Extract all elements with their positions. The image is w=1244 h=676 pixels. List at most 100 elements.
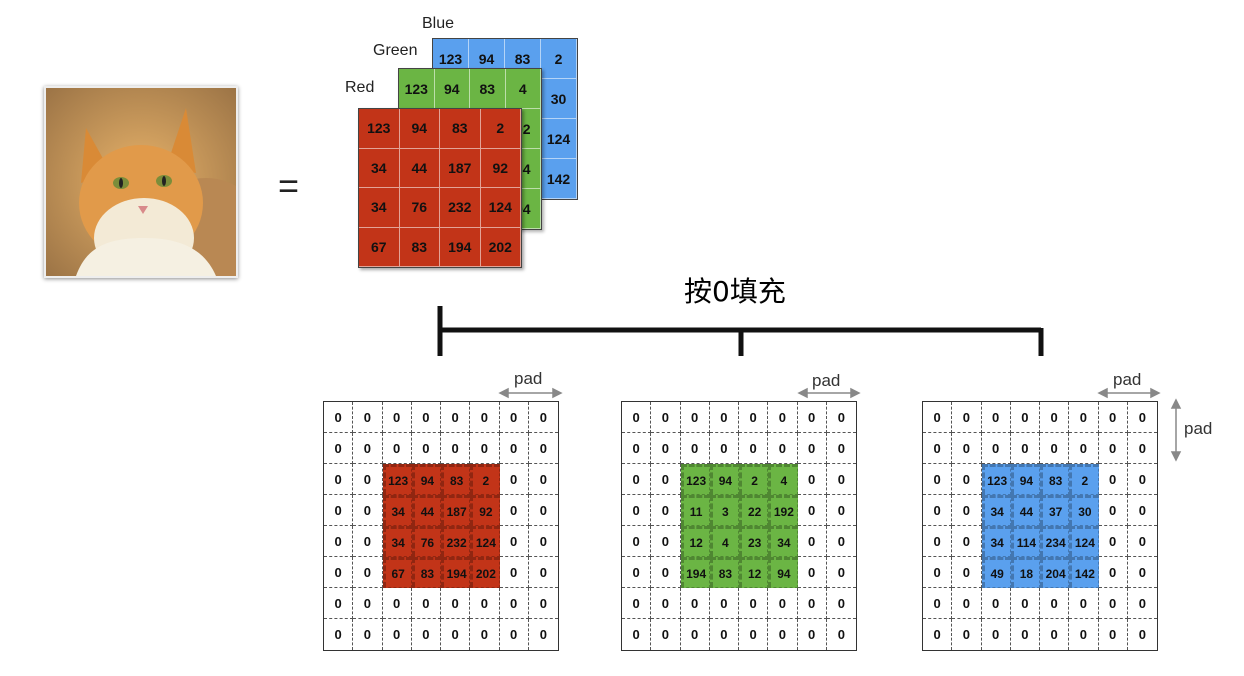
padded-red-value-cell: 34 bbox=[382, 526, 412, 557]
padding-zero-cell: 0 bbox=[952, 495, 982, 526]
padded-green-value-cell: 83 bbox=[709, 557, 739, 588]
padding-zero-cell: 0 bbox=[651, 464, 681, 495]
padded-green-value-cell: 4 bbox=[768, 464, 798, 495]
padded-blue-value-cell: 37 bbox=[1040, 495, 1070, 526]
padding-zero-cell: 0 bbox=[923, 619, 953, 650]
padding-zero-cell: 0 bbox=[441, 402, 471, 433]
padding-zero-cell: 0 bbox=[353, 433, 383, 464]
padding-zero-cell: 0 bbox=[411, 588, 441, 619]
padding-zero-cell: 0 bbox=[952, 464, 982, 495]
padding-zero-cell: 0 bbox=[412, 619, 441, 650]
padding-zero-cell: 0 bbox=[797, 588, 827, 619]
padding-zero-cell: 0 bbox=[528, 402, 558, 433]
padding-zero-cell: 0 bbox=[324, 557, 354, 588]
cat-photo bbox=[44, 86, 238, 278]
padding-zero-cell: 0 bbox=[539, 627, 547, 642]
padding-zero-cell: 0 bbox=[837, 627, 845, 642]
padded-blue-value-cell: 44 bbox=[1010, 495, 1040, 526]
green-channel-cell: 4 bbox=[505, 69, 541, 109]
padding-zero-cell: 0 bbox=[651, 526, 681, 557]
padding-zero-cell: 0 bbox=[739, 402, 769, 433]
padding-zero-cell: 0 bbox=[826, 495, 856, 526]
padding-zero-cell: 0 bbox=[1127, 526, 1157, 557]
padded-red-value-cell: 2 bbox=[470, 464, 500, 495]
padding-zero-cell: 0 bbox=[681, 619, 710, 650]
padding-zero-cell: 0 bbox=[324, 433, 354, 464]
padding-zero-cell: 0 bbox=[826, 557, 856, 588]
blue-channel-cell: 30 bbox=[541, 79, 577, 119]
padding-zero-cell: 0 bbox=[324, 464, 354, 495]
padding-zero-cell: 0 bbox=[528, 495, 558, 526]
padding-zero-cell: 0 bbox=[499, 588, 529, 619]
red-channel-cell: 2 bbox=[480, 109, 521, 149]
padding-zero-cell: 0 bbox=[441, 588, 471, 619]
padding-zero-cell: 0 bbox=[1010, 588, 1040, 619]
padding-zero-cell: 0 bbox=[826, 433, 856, 464]
red-channel-cell: 92 bbox=[480, 148, 521, 188]
padded-green-value-cell: 22 bbox=[739, 495, 769, 526]
padding-zero-cell: 0 bbox=[952, 619, 982, 650]
padding-zero-cell: 0 bbox=[382, 402, 412, 433]
padding-zero-cell: 0 bbox=[528, 464, 558, 495]
padding-zero-cell: 0 bbox=[923, 433, 953, 464]
padding-zero-cell: 0 bbox=[1127, 495, 1157, 526]
padding-zero-cell: 0 bbox=[1127, 557, 1157, 588]
padding-zero-cell: 0 bbox=[651, 588, 681, 619]
pad-label-blue: pad bbox=[1113, 370, 1142, 389]
padded-blue-value-cell: 114 bbox=[1010, 526, 1040, 557]
padding-zero-cell: 0 bbox=[923, 464, 953, 495]
padding-zero-cell: 0 bbox=[923, 402, 953, 433]
padded-green-value-cell: 23 bbox=[739, 526, 769, 557]
padding-zero-cell: 0 bbox=[353, 464, 383, 495]
padding-zero-cell: 0 bbox=[651, 495, 681, 526]
padding-zero-cell: 0 bbox=[324, 619, 354, 650]
padding-zero-cell: 0 bbox=[622, 588, 652, 619]
pad-label-green: pad bbox=[812, 371, 841, 390]
padding-zero-cell: 0 bbox=[1040, 619, 1070, 650]
red-channel-cell: 44 bbox=[399, 148, 440, 188]
padding-zero-cell: 0 bbox=[528, 433, 558, 464]
padding-zero-cell: 0 bbox=[1138, 627, 1146, 642]
padding-zero-cell: 0 bbox=[923, 557, 953, 588]
padding-zero-cell: 0 bbox=[1069, 433, 1099, 464]
green-channel-cell: 123 bbox=[399, 69, 435, 109]
red-channel-cell: 124 bbox=[480, 188, 521, 228]
padding-zero-cell: 0 bbox=[622, 619, 652, 650]
padding-zero-cell: 0 bbox=[324, 588, 354, 619]
padding-zero-cell: 0 bbox=[1098, 464, 1128, 495]
padding-zero-cell: 0 bbox=[528, 557, 558, 588]
padding-zero-cell: 0 bbox=[768, 619, 798, 650]
equals-sign: = bbox=[278, 165, 300, 206]
padded-blue-value-cell: 18 bbox=[1010, 557, 1040, 588]
padding-zero-cell: 0 bbox=[622, 464, 652, 495]
padding-zero-cell: 0 bbox=[528, 526, 558, 557]
padding-zero-cell: 0 bbox=[353, 588, 383, 619]
red-channel-cell: 232 bbox=[440, 188, 481, 228]
padding-zero-cell: 0 bbox=[826, 588, 856, 619]
red-channel-cell: 76 bbox=[399, 188, 440, 228]
blue-channel-label: Blue bbox=[422, 15, 455, 32]
blue-channel-cell: 124 bbox=[541, 119, 577, 159]
padding-zero-cell: 0 bbox=[739, 619, 769, 650]
padded-red-value-cell: 187 bbox=[441, 495, 471, 526]
padded-green-value-cell: 11 bbox=[680, 495, 710, 526]
padded-blue-value-cell: 234 bbox=[1040, 526, 1070, 557]
padding-zero-cell: 0 bbox=[1098, 588, 1128, 619]
padding-zero-cell: 0 bbox=[499, 526, 529, 557]
padding-zero-cell: 0 bbox=[622, 433, 652, 464]
red-channel-cell: 83 bbox=[440, 109, 481, 149]
padding-zero-cell: 0 bbox=[470, 433, 500, 464]
padded-green-value-cell: 12 bbox=[739, 557, 769, 588]
padding-zero-cell: 0 bbox=[622, 495, 652, 526]
padded-red-value-cell: 34 bbox=[382, 495, 412, 526]
padding-zero-cell: 0 bbox=[353, 557, 383, 588]
padded-red-value-cell: 83 bbox=[411, 557, 441, 588]
padding-zero-cell: 0 bbox=[528, 588, 558, 619]
padding-zero-cell: 0 bbox=[797, 557, 827, 588]
padding-zero-cell: 0 bbox=[383, 619, 412, 650]
red-channel-cell: 194 bbox=[440, 227, 481, 267]
padded-red-value-cell: 76 bbox=[411, 526, 441, 557]
padded-green-value-cell: 94 bbox=[709, 464, 739, 495]
